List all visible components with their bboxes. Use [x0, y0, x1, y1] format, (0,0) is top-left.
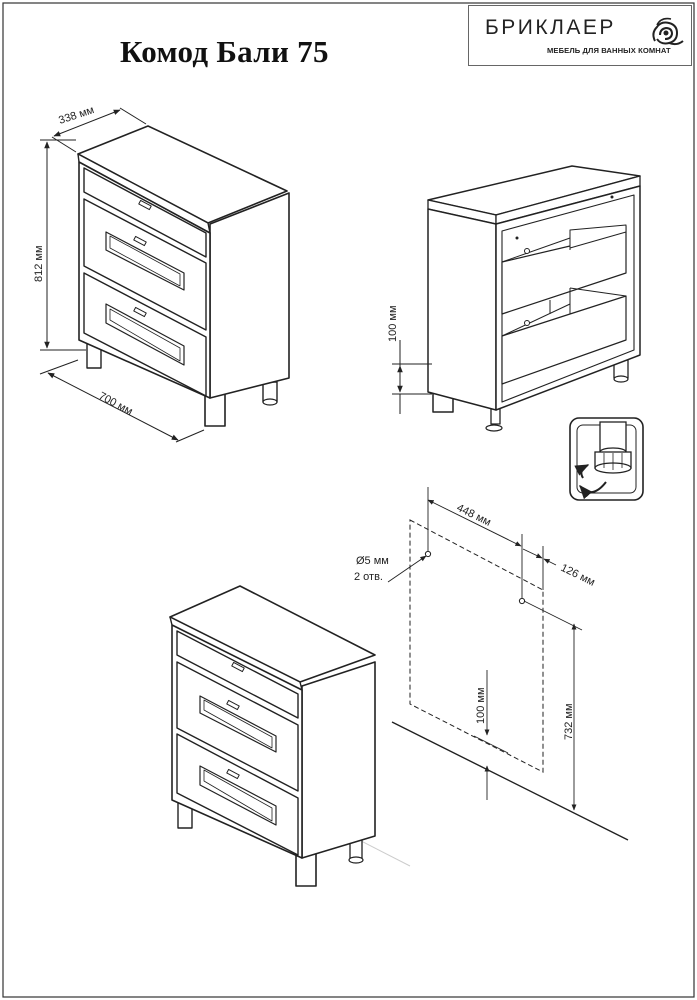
dim-width: [39, 359, 205, 443]
dim-depth-label: 338 мм: [57, 104, 95, 127]
dim-hole-spacing-label: 448 мм: [455, 502, 493, 529]
rear-view-cabinet: [427, 165, 641, 432]
dim-bottom-gap-label: 100 мм: [475, 687, 487, 724]
hole-count-label: 2 отв.: [354, 571, 383, 583]
dim-leg-height-label: 100 мм: [387, 305, 399, 342]
mounted-view-cabinet: [169, 585, 411, 887]
dim-height-label: 812 мм: [33, 245, 45, 282]
brand-name: БРИКЛАЕР: [485, 16, 616, 39]
rose-icon: [652, 17, 684, 46]
brand-tagline: МЕБЕЛЬ ДЛЯ ВАННЫХ КОМНАТ: [547, 46, 671, 55]
dim-side-offset-label: 126 мм: [559, 562, 597, 589]
dim-width-label: 700 мм: [97, 390, 135, 418]
page-title: Комод Бали 75: [120, 34, 329, 69]
adjustable-foot-icon: [569, 417, 644, 501]
brand-logo: БРИКЛАЕР МЕБЕЛЬ ДЛЯ ВАННЫХ КОМНАТ: [468, 5, 692, 66]
mounting-template: [387, 487, 629, 841]
dim-mount-height-label: 732 мм: [563, 703, 575, 740]
dim-leg-height: [392, 340, 432, 414]
front-view-cabinet: [77, 125, 290, 427]
hole-diameter-label: Ø5 мм: [356, 555, 389, 567]
dim-height: [40, 139, 86, 351]
